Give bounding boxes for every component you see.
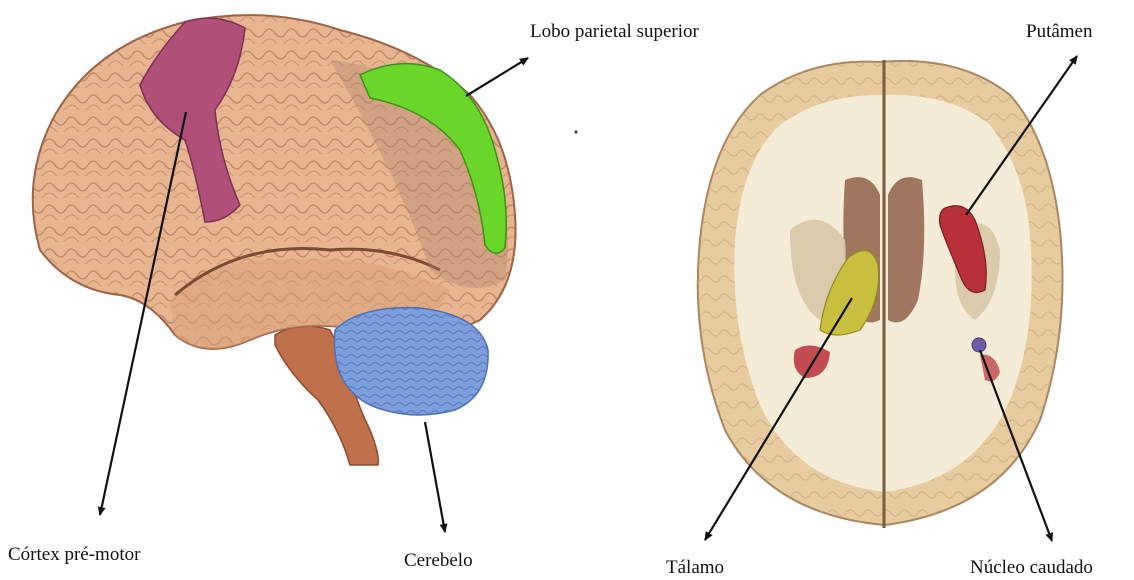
label-cerebelo: Cerebelo [404, 551, 473, 570]
label-nucleo-caudado: Núcleo caudado [970, 558, 1093, 577]
label-putamen: Putâmen [1026, 22, 1093, 41]
axial-brain-slice [698, 60, 1063, 528]
arrow-cerebelo [425, 422, 445, 532]
label-cortex-pre-motor: Córtex pré-motor [8, 545, 140, 564]
label-talamo: Tálamo [666, 558, 724, 577]
arrow-parietal [466, 58, 528, 96]
label-lobo-parietal-superior: Lobo parietal superior [530, 22, 699, 41]
lateral-brain-view [33, 15, 516, 465]
caudate-nucleus-region [972, 338, 986, 352]
